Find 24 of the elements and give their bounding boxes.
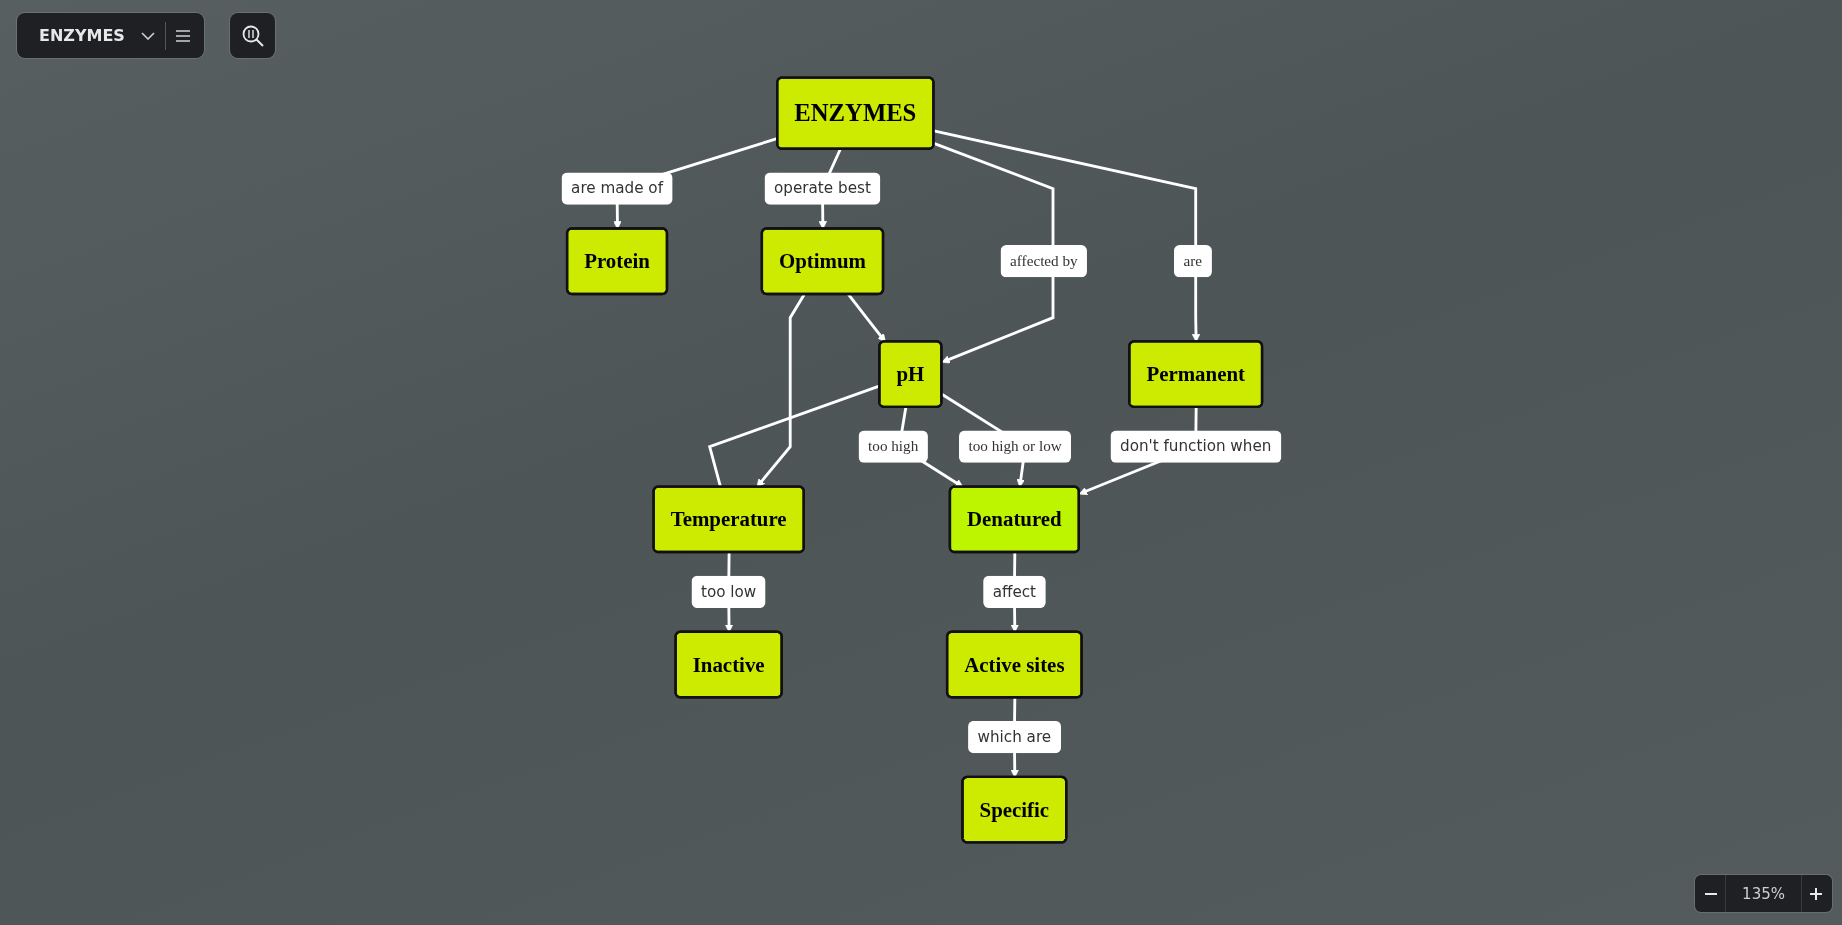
concept-box: pH: [877, 340, 943, 409]
edge-label: are made of: [561, 172, 673, 205]
arrow: [933, 142, 1055, 364]
arrow: [847, 293, 886, 343]
edge-label: affected by: [1000, 245, 1087, 278]
concept-box: Active sites: [945, 630, 1083, 699]
concept-box: Protein: [565, 227, 668, 296]
edge-label: affect: [982, 575, 1046, 609]
edge-label: are: [1173, 245, 1212, 278]
edge-label: too high or low: [958, 430, 1071, 463]
concept-box: Specific: [961, 775, 1068, 844]
concept-box: Permanent: [1127, 340, 1263, 409]
edge-label: don't function when: [1110, 430, 1281, 463]
concept-box: Optimum: [760, 227, 884, 296]
document-title: ENZYMES: [39, 26, 125, 45]
concept-box: ENZYMES: [775, 76, 935, 150]
edge-label: operate best: [764, 172, 881, 205]
zoom-level: 135%: [1741, 885, 1786, 903]
edge-label: too high: [858, 430, 928, 463]
edge-label: which are: [967, 720, 1061, 754]
concept-box: Denatured: [948, 485, 1080, 554]
concept-box: Inactive: [674, 630, 783, 699]
concept-box: Temperature: [652, 485, 805, 554]
edge-label: too low: [691, 575, 766, 609]
